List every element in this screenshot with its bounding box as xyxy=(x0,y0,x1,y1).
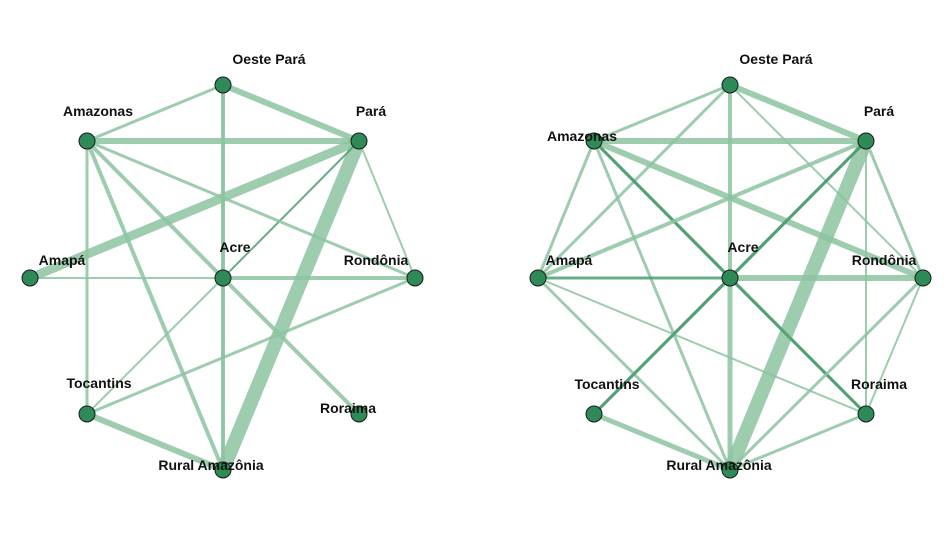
network-left-edges xyxy=(25,82,417,477)
right-node-rondonia xyxy=(914,269,932,287)
left-edge-para-amapa xyxy=(25,136,364,283)
right-node-roraima xyxy=(857,405,875,423)
right-node-amapa xyxy=(529,269,547,287)
right-node-label-roraima: Roraima xyxy=(851,376,907,392)
left-edge-tocantins-rural xyxy=(84,411,226,473)
right-edge-para-amapa xyxy=(536,139,868,280)
right-node-label-acre: Acre xyxy=(727,239,758,255)
left-node-amapa xyxy=(21,269,39,287)
right-edge-amazonas-oeste xyxy=(592,83,732,143)
left-node-acre xyxy=(214,269,232,287)
right-edge-acre-roraima xyxy=(728,276,868,416)
left-edge-amazonas-oeste xyxy=(85,83,225,143)
right-node-oeste xyxy=(721,76,739,94)
left-node-label-oeste: Oeste Pará xyxy=(232,51,305,67)
right-node-label-amazonas: Amazonas xyxy=(547,128,617,144)
left-node-label-rural: Rural Amazônia xyxy=(158,457,263,473)
left-edge-para-rondonia xyxy=(358,140,416,279)
left-edge-tocantins-rondonia xyxy=(85,276,417,416)
right-edge-rondonia-rural xyxy=(728,276,925,472)
right-edge-acre-tocantins xyxy=(592,276,732,416)
left-node-amazonas xyxy=(78,132,96,150)
right-node-label-tocantins: Tocantins xyxy=(574,376,639,392)
left-edge-amazonas-acre xyxy=(85,139,225,280)
left-node-label-rondonia: Rondônia xyxy=(344,252,409,268)
network-right-nodes xyxy=(529,76,932,479)
left-node-label-para: Pará xyxy=(356,103,387,119)
left-node-label-acre: Acre xyxy=(219,239,250,255)
left-node-roraima xyxy=(350,405,368,423)
left-node-rondonia xyxy=(406,269,424,287)
right-node-amazonas xyxy=(585,132,603,150)
right-node-label-oeste: Oeste Pará xyxy=(739,51,812,67)
left-node-para xyxy=(350,132,368,150)
right-edge-para-rural xyxy=(723,134,873,477)
right-edge-oeste-para xyxy=(727,82,869,144)
right-edge-amazonas-rural xyxy=(592,139,732,472)
right-node-acre xyxy=(721,269,739,287)
right-edge-amapa-roraima xyxy=(537,277,867,415)
right-edge-para-rondonia xyxy=(864,139,925,280)
left-edge-acre-tocantins xyxy=(86,277,224,415)
left-node-tocantins xyxy=(78,405,96,423)
network-left-nodes xyxy=(21,76,424,479)
right-node-label-amapa: Amapá xyxy=(546,252,593,268)
right-node-label-rural: Rural Amazônia xyxy=(666,457,771,473)
left-node-label-amapa: Amapá xyxy=(39,252,86,268)
right-node-label-para: Pará xyxy=(864,103,895,119)
left-edge-amazonas-rural xyxy=(85,139,225,472)
left-node-rural xyxy=(214,461,232,479)
right-node-tocantins xyxy=(585,405,603,423)
left-edge-amazonas-rondonia xyxy=(85,139,417,280)
right-node-label-rondonia: Rondônia xyxy=(852,252,917,268)
network-right-edges xyxy=(536,82,926,477)
left-node-oeste xyxy=(214,76,232,94)
left-node-label-roraima: Roraima xyxy=(320,400,376,416)
right-edge-tocantins-rural xyxy=(591,411,733,473)
left-edge-para-rural xyxy=(216,134,366,477)
left-node-label-tocantins: Tocantins xyxy=(66,375,131,391)
right-node-rural xyxy=(721,461,739,479)
left-node-label-amazonas: Amazonas xyxy=(63,103,133,119)
right-node-para xyxy=(857,132,875,150)
left-edge-oeste-para xyxy=(220,82,362,144)
right-edge-amazonas-rondonia xyxy=(591,138,926,281)
right-edge-amazonas-amapa xyxy=(536,139,596,280)
left-edge-acre-roraima xyxy=(221,276,361,416)
right-edge-rondonia-roraima xyxy=(865,277,924,415)
left-edge-para-acre xyxy=(222,140,360,279)
right-edge-roraima-rural xyxy=(728,412,868,472)
